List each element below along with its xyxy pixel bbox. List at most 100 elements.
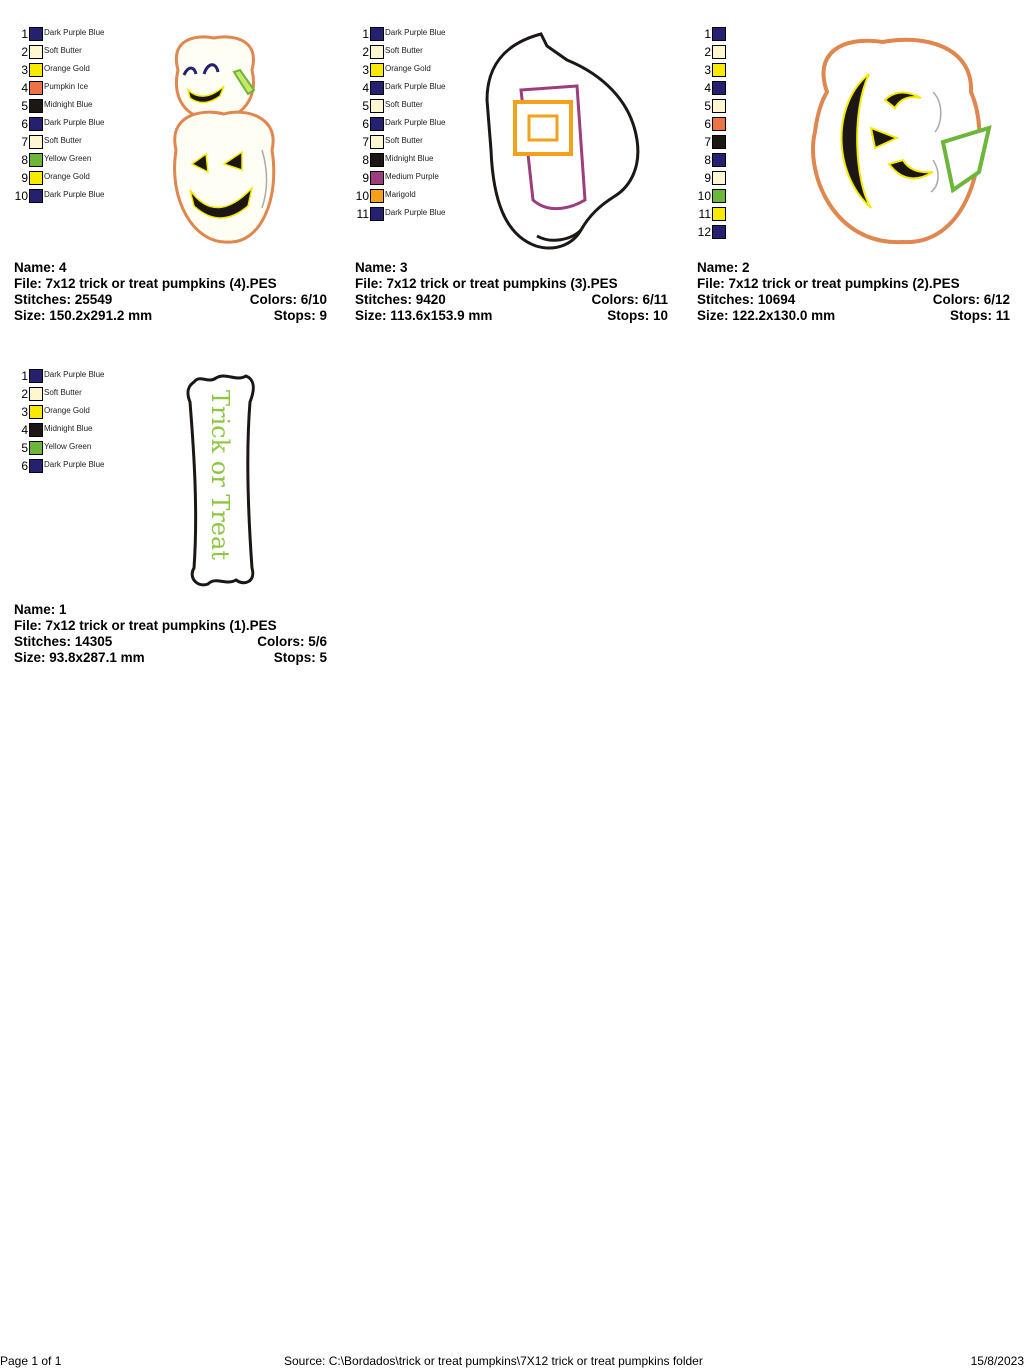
legend-number: 2 bbox=[21, 387, 28, 401]
color-swatch bbox=[712, 189, 726, 203]
stops-count: Stops: 5 bbox=[273, 650, 327, 665]
design-size: Size: 93.8x287.1 mm bbox=[14, 650, 145, 665]
legend-item: 8 bbox=[697, 152, 837, 170]
stops-count: Stops: 11 bbox=[949, 308, 1010, 323]
legend-thread-name: Midnight Blue bbox=[44, 100, 93, 109]
design-size: Size: 113.6x153.9 mm bbox=[355, 308, 493, 323]
legend-number: 2 bbox=[704, 45, 711, 59]
legend-thread-name: Dark Purple Blue bbox=[44, 28, 105, 37]
legend-thread-name: Yellow Green bbox=[44, 154, 92, 163]
legend-number: 9 bbox=[21, 171, 28, 185]
legend-thread-name: Midnight Blue bbox=[385, 154, 434, 163]
legend-number: 7 bbox=[362, 135, 369, 149]
legend-item: 5 bbox=[697, 98, 837, 116]
color-swatch bbox=[29, 135, 43, 149]
legend-thread-name: Soft Butter bbox=[44, 136, 82, 145]
stitches-count: Stitches: 9420 bbox=[355, 292, 446, 307]
legend-item: 6 bbox=[697, 116, 837, 134]
design-name: Name: 2 bbox=[697, 260, 750, 275]
legend-number: 7 bbox=[704, 135, 711, 149]
legend-number: 4 bbox=[704, 81, 711, 95]
legend-item: 7 bbox=[697, 134, 837, 152]
legend-item: 9 bbox=[697, 170, 837, 188]
colors-count: Colors: 6/11 bbox=[591, 292, 668, 307]
design-file: File: 7x12 trick or treat pumpkins (4).P… bbox=[14, 276, 277, 291]
color-swatch bbox=[29, 423, 43, 437]
colors-count: Colors: 5/6 bbox=[257, 634, 327, 649]
legend-number: 11 bbox=[356, 207, 369, 221]
color-swatch bbox=[712, 81, 726, 95]
legend-number: 5 bbox=[704, 99, 711, 113]
legend-item: 4 Pumpkin Ice bbox=[14, 80, 154, 98]
legend-thread-name: Dark Purple Blue bbox=[385, 82, 446, 91]
color-swatch bbox=[370, 63, 384, 77]
legend-thread-name: Soft Butter bbox=[44, 388, 82, 397]
color-swatch bbox=[29, 369, 43, 383]
legend-thread-name: Orange Gold bbox=[385, 64, 431, 73]
legend-number: 8 bbox=[21, 153, 28, 167]
print-date: 15/8/2023 bbox=[970, 1354, 1024, 1368]
legend-number: 10 bbox=[14, 189, 28, 203]
color-swatch bbox=[370, 189, 384, 203]
legend-number: 5 bbox=[362, 99, 369, 113]
legend-thread-name: Soft Butter bbox=[385, 46, 423, 55]
color-swatch bbox=[712, 63, 726, 77]
stops-count: Stops: 10 bbox=[607, 308, 668, 323]
size-row: Size: 150.2x291.2 mm Stops: 9 bbox=[14, 308, 327, 323]
design-file: File: 7x12 trick or treat pumpkins (1).P… bbox=[14, 618, 277, 633]
legend-number: 6 bbox=[362, 117, 369, 131]
legend-item: 4 bbox=[697, 80, 837, 98]
design-size: Size: 122.2x130.0 mm bbox=[697, 308, 836, 323]
banner-text: Trick or Treat bbox=[206, 390, 234, 560]
stops-count: Stops: 9 bbox=[273, 308, 327, 323]
color-swatch bbox=[29, 189, 43, 203]
size-row: Size: 122.2x130.0 mm Stops: 11 bbox=[697, 308, 1010, 323]
legend-number: 12 bbox=[697, 225, 711, 239]
legend-number: 6 bbox=[21, 117, 28, 131]
color-swatch bbox=[29, 27, 43, 41]
legend-number: 4 bbox=[21, 81, 28, 95]
color-swatch bbox=[370, 27, 384, 41]
color-swatch bbox=[29, 171, 43, 185]
color-swatch bbox=[712, 153, 726, 167]
color-swatch bbox=[370, 117, 384, 131]
stitches-row: Stitches: 14305 Colors: 5/6 bbox=[14, 634, 327, 649]
legend-thread-name: Soft Butter bbox=[44, 46, 82, 55]
legend-number: 4 bbox=[362, 81, 369, 95]
color-swatch bbox=[29, 153, 43, 167]
color-swatch bbox=[370, 81, 384, 95]
design-file: File: 7x12 trick or treat pumpkins (3).P… bbox=[355, 276, 618, 291]
design-name: Name: 1 bbox=[14, 602, 67, 617]
legend-number: 3 bbox=[21, 63, 28, 77]
legend-item: 1 bbox=[697, 26, 837, 44]
color-swatch bbox=[712, 117, 726, 131]
color-swatch bbox=[712, 45, 726, 59]
stitches-count: Stitches: 10694 bbox=[697, 292, 796, 307]
color-swatch bbox=[712, 225, 726, 239]
color-swatch bbox=[370, 207, 384, 221]
color-swatch bbox=[370, 171, 384, 185]
legend-number: 1 bbox=[21, 369, 28, 383]
legend-thread-name: Marigold bbox=[385, 190, 416, 199]
legend-number: 6 bbox=[21, 459, 28, 473]
color-swatch bbox=[29, 63, 43, 77]
legend-thread-name: Pumpkin Ice bbox=[44, 82, 89, 91]
legend-item: 8 Yellow Green bbox=[14, 152, 154, 170]
design-name: Name: 4 bbox=[14, 260, 67, 275]
